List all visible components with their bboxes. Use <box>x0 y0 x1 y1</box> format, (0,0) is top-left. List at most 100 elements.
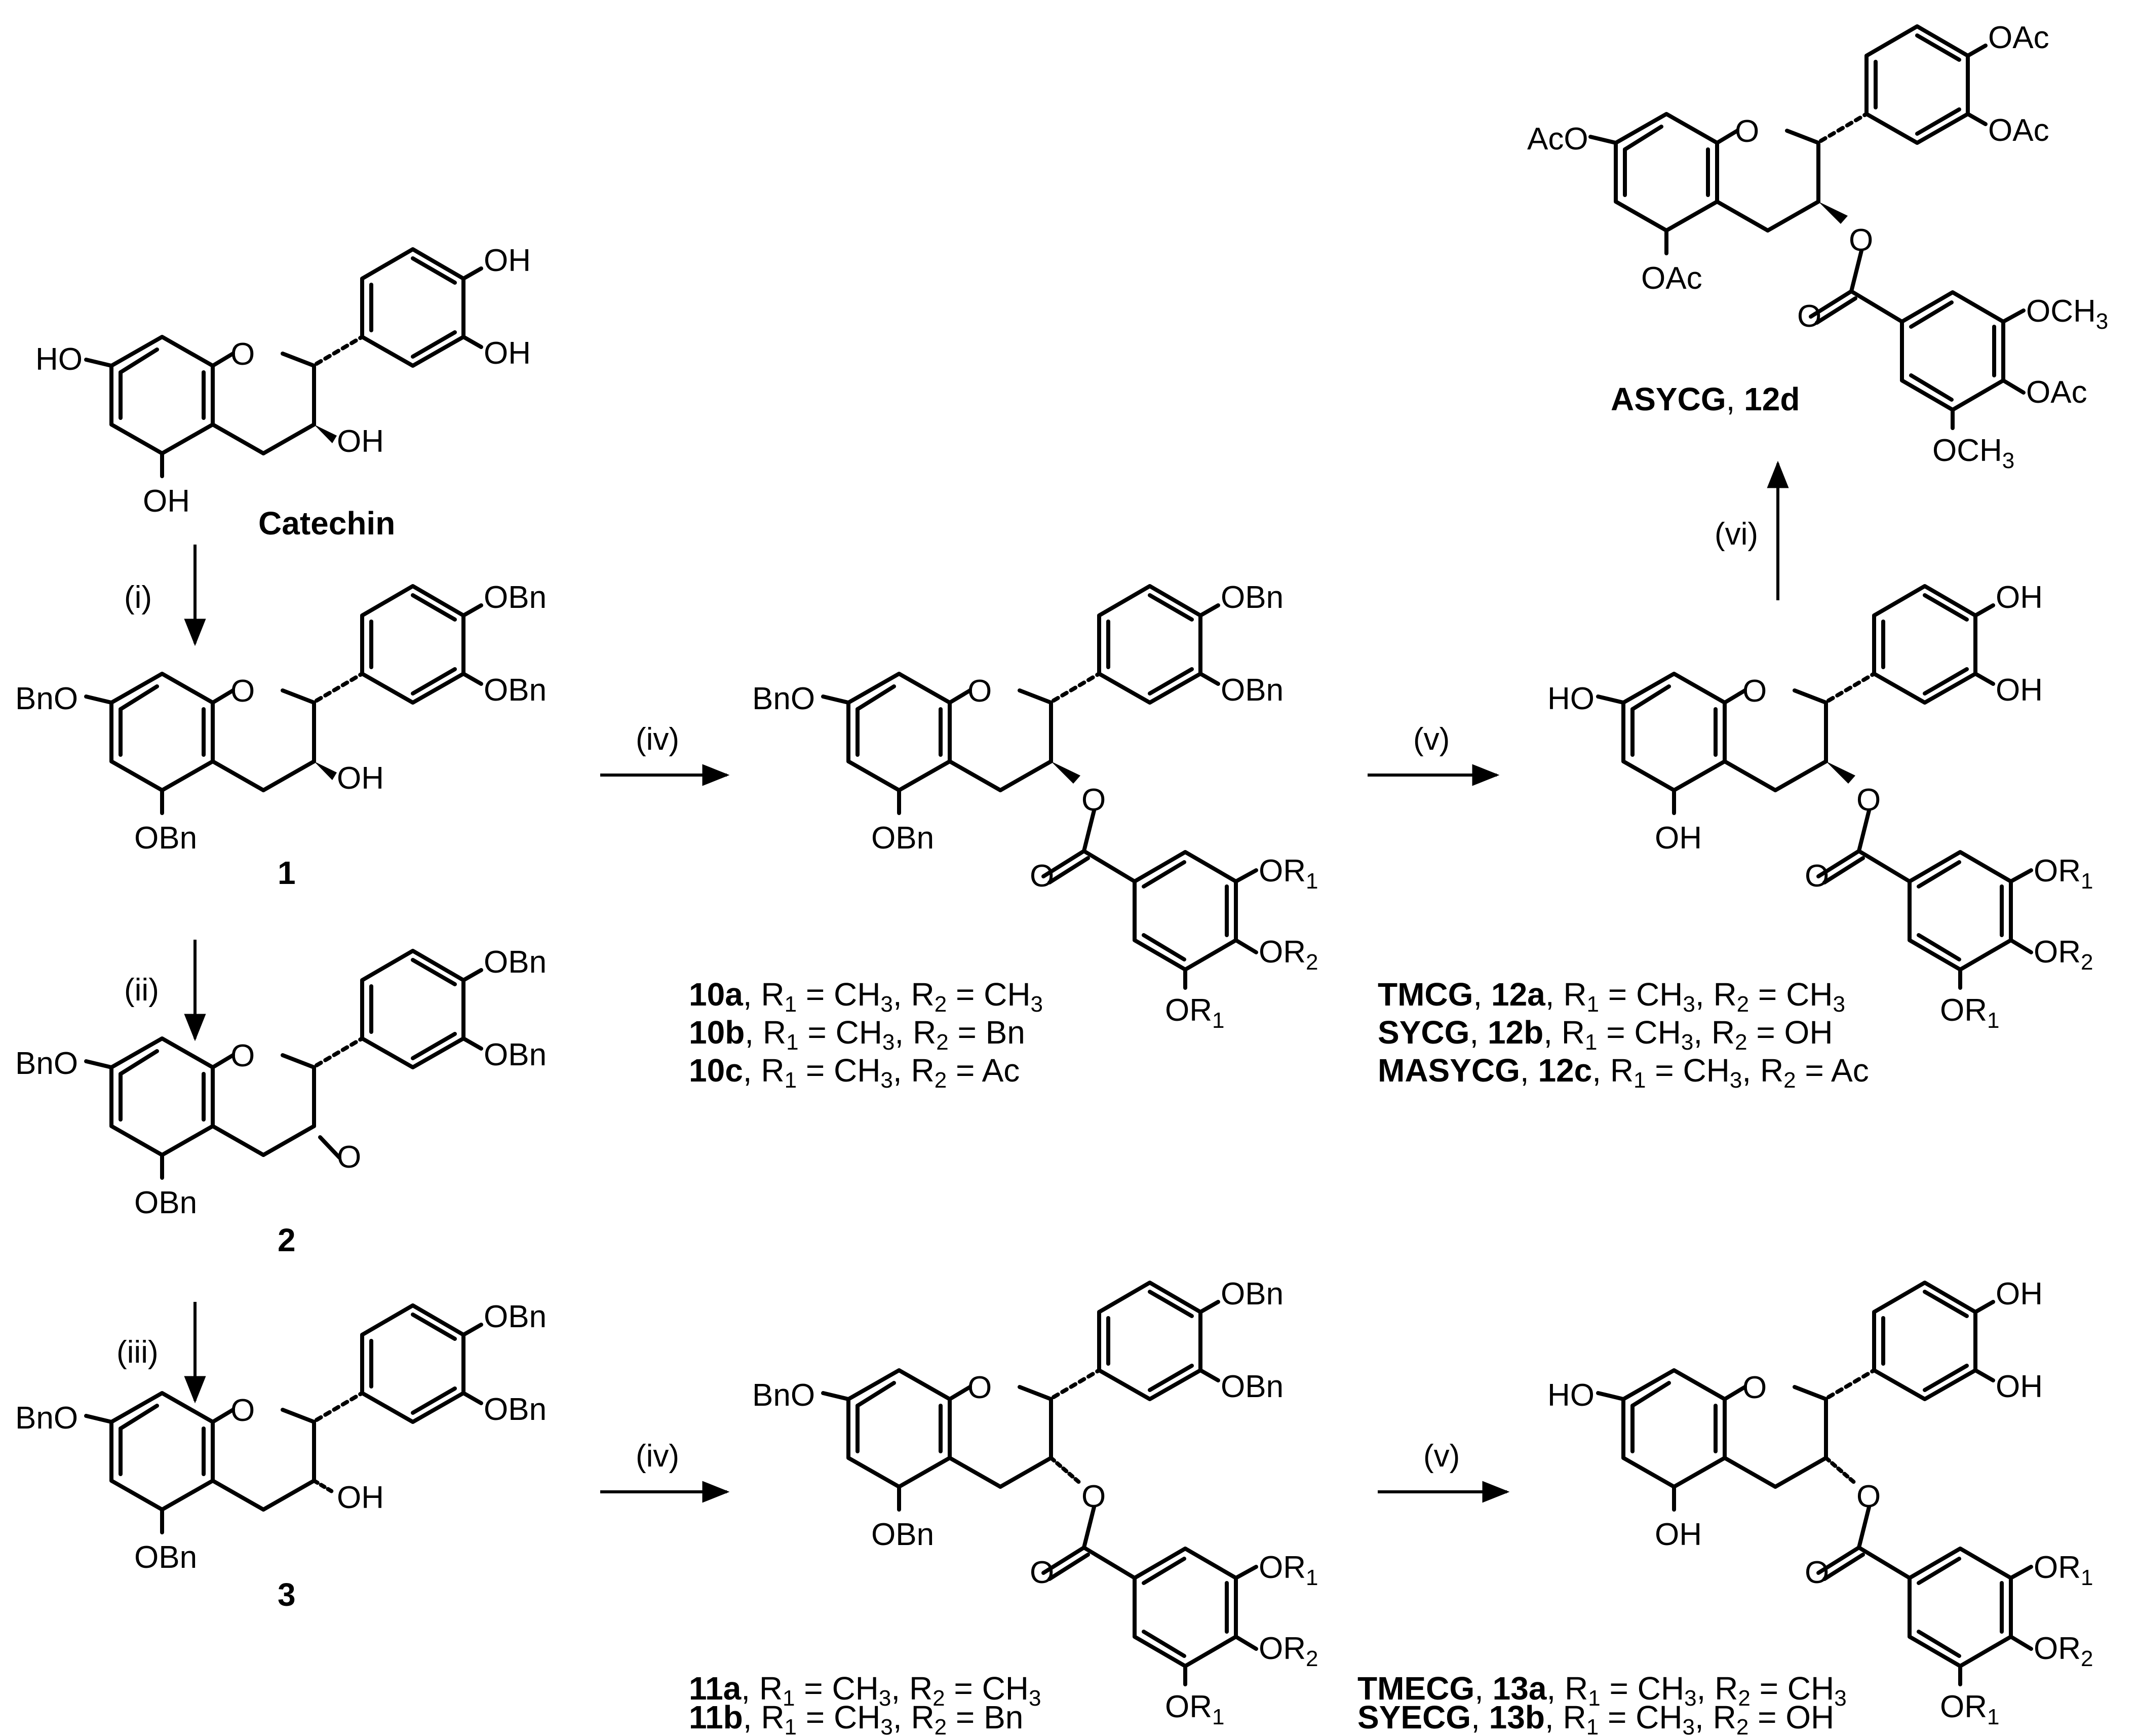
svg-text:O: O <box>1030 1555 1054 1590</box>
svg-text:OAc: OAc <box>1988 113 2049 148</box>
svg-text:OCH3: OCH3 <box>2026 294 2108 334</box>
svg-text:OR1: OR1 <box>2034 1550 2093 1590</box>
svg-text:OBn: OBn <box>1221 1277 1284 1311</box>
svg-text:OR2: OR2 <box>2034 1631 2093 1671</box>
svg-text:AcO: AcO <box>1527 122 1588 157</box>
svg-text:BnO: BnO <box>752 1378 815 1413</box>
arrow-iv-top: (iv) <box>600 722 730 786</box>
svg-text:OR1: OR1 <box>2034 854 2093 894</box>
svg-text:OH: OH <box>337 1480 384 1515</box>
svg-text:OH: OH <box>1655 821 1702 856</box>
compound-2-structure: BnO OBn O O OBn OBn <box>15 945 547 1220</box>
arrow-iv-bottom: (iv) <box>600 1439 730 1503</box>
svg-text:SYECG, 13b, R1 = CH3, R2 = OH: SYECG, 13b, R1 = CH3, R2 = OH <box>1357 1699 1834 1736</box>
compound-11-structure: BnO OBn O O O OBn OBn OR1 OR2 OR1 <box>752 1277 1318 1729</box>
catechin-structure: HO OH O OH OH OH <box>35 243 531 519</box>
svg-text:OR2: OR2 <box>2034 935 2093 975</box>
legend-compound-12: TMCG, 12a, R1 = CH3, R2 = CH3 SYCG, 12b,… <box>1378 976 1869 1093</box>
svg-text:TMCG, 12a, R1 = CH3, R2 = CH3: TMCG, 12a, R1 = CH3, R2 = CH3 <box>1378 976 1845 1017</box>
svg-text:OBn: OBn <box>484 580 547 615</box>
svg-text:10b, R1 = CH3, R2 = Bn: 10b, R1 = CH3, R2 = Bn <box>689 1014 1025 1055</box>
label-catechin: Catechin <box>258 505 395 542</box>
compound-12d-structure: AcO OAc O O O OAc OAc OCH3 OAc OCH3 <box>1527 20 2108 473</box>
atom-oh-3p: OH <box>484 336 531 371</box>
svg-text:OBn: OBn <box>871 821 934 856</box>
svg-text:O: O <box>1797 299 1821 334</box>
svg-text:10a, R1 = CH3, R2 = CH3: 10a, R1 = CH3, R2 = CH3 <box>689 976 1043 1017</box>
svg-text:OH: OH <box>1655 1517 1702 1552</box>
svg-text:HO: HO <box>1547 1378 1595 1413</box>
atom-o-ring: O <box>230 337 255 372</box>
svg-text:O: O <box>230 674 255 709</box>
condition-i: (i) <box>124 580 152 615</box>
svg-text:MASYCG, 12c, R1 = CH3, R2 = Ac: MASYCG, 12c, R1 = CH3, R2 = Ac <box>1378 1052 1869 1093</box>
atom-oh-5: OH <box>143 484 190 519</box>
svg-text:OBn: OBn <box>1221 580 1284 615</box>
arrow-vi: (vi) <box>1715 460 1789 600</box>
atom-oh-3: OH <box>337 424 384 459</box>
svg-text:OBn: OBn <box>484 945 547 980</box>
condition-ii: (ii) <box>124 973 159 1008</box>
svg-text:OAc: OAc <box>2026 375 2087 410</box>
svg-text:O: O <box>967 1370 992 1405</box>
arrow-i: (i) <box>124 545 206 646</box>
svg-text:O: O <box>967 674 992 709</box>
condition-v-bottom: (v) <box>1423 1439 1460 1474</box>
svg-text:OR2: OR2 <box>1259 1631 1318 1671</box>
svg-text:SYCG, 12b, R1 = CH3, R2 = OH: SYCG, 12b, R1 = CH3, R2 = OH <box>1378 1014 1833 1055</box>
condition-iii: (iii) <box>116 1335 159 1370</box>
svg-text:TMECG, 13a, R1 = CH3, R2 = CH3: TMECG, 13a, R1 = CH3, R2 = CH3 <box>1357 1670 1847 1711</box>
condition-vi: (vi) <box>1715 517 1758 552</box>
svg-text:OH: OH <box>337 761 384 796</box>
condition-iv-top: (iv) <box>636 722 679 757</box>
svg-text:OBn: OBn <box>484 1299 547 1334</box>
svg-text:O: O <box>1742 674 1767 709</box>
svg-text:O: O <box>1805 859 1829 894</box>
svg-text:OR2: OR2 <box>1259 935 1318 975</box>
legend-compound-11: 11a, R1 = CH3, R2 = CH3 11b, R1 = CH3, R… <box>689 1670 1041 1736</box>
svg-text:O: O <box>1742 1370 1767 1405</box>
svg-text:OH: OH <box>1996 580 2043 615</box>
svg-text:11b, R1 = CH3, R2 = Bn: 11b, R1 = CH3, R2 = Bn <box>689 1699 1023 1736</box>
legend-compound-13: TMECG, 13a, R1 = CH3, R2 = CH3 SYECG, 13… <box>1357 1670 1847 1736</box>
svg-text:OAc: OAc <box>1641 261 1702 296</box>
legend-compound-10: 10a, R1 = CH3, R2 = CH3 10b, R1 = CH3, R… <box>689 976 1043 1093</box>
svg-text:O: O <box>1081 783 1106 818</box>
label-compound-3: 3 <box>278 1576 296 1613</box>
svg-text:BnO: BnO <box>15 1401 78 1436</box>
condition-iv-bottom: (iv) <box>636 1439 679 1474</box>
svg-text:OBn: OBn <box>484 673 547 708</box>
svg-text:OBn: OBn <box>1221 1369 1284 1404</box>
svg-text:BnO: BnO <box>752 681 815 716</box>
label-compound-2: 2 <box>278 1222 296 1258</box>
compound-3-structure: BnO OBn O OH OBn OBn <box>15 1299 547 1575</box>
svg-text:OBn: OBn <box>871 1517 934 1552</box>
condition-v-top: (v) <box>1413 722 1450 757</box>
svg-text:O: O <box>1856 1479 1881 1514</box>
svg-text:OH: OH <box>1996 1369 2043 1404</box>
compound-13-structure: HO OH O O O OH OH OR1 OR2 OR1 <box>1547 1277 2093 1729</box>
svg-text:BnO: BnO <box>15 1046 78 1081</box>
svg-text:O: O <box>1849 223 1873 258</box>
svg-text:OBn: OBn <box>134 1540 197 1575</box>
svg-text:OH: OH <box>1996 673 2043 708</box>
svg-text:OBn: OBn <box>134 821 197 856</box>
svg-text:HO: HO <box>1547 681 1595 716</box>
svg-text:OBn: OBn <box>484 1392 547 1427</box>
arrow-ii: (ii) <box>124 940 206 1041</box>
svg-text:OBn: OBn <box>484 1037 547 1072</box>
svg-text:O: O <box>1081 1479 1106 1514</box>
svg-text:OR1: OR1 <box>1165 1689 1224 1729</box>
svg-text:OCH3: OCH3 <box>1932 433 2014 473</box>
atom-oh-4p: OH <box>484 243 531 278</box>
svg-text:O: O <box>1030 859 1054 894</box>
svg-text:BnO: BnO <box>15 681 78 716</box>
svg-text:O: O <box>337 1140 361 1175</box>
svg-text:O: O <box>1805 1555 1829 1590</box>
svg-text:O: O <box>230 1038 255 1073</box>
svg-text:O: O <box>1735 114 1759 149</box>
compound-12-structure: HO OH O O O OH OH OR1 OR2 OR1 <box>1547 580 2093 1033</box>
label-compound-12d: ASYCG, 12d <box>1611 381 1800 417</box>
svg-text:OR1: OR1 <box>1259 854 1318 894</box>
